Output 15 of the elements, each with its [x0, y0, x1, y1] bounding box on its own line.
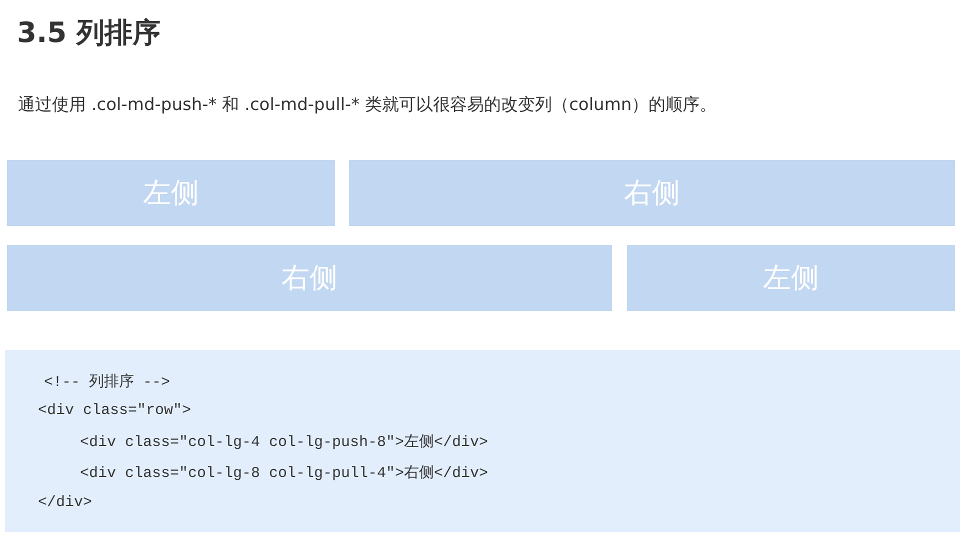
code-line: <div class="col-lg-4 col-lg-push-8">左侧</div>: [80, 433, 488, 451]
column-box: [349, 160, 955, 226]
column-box: [627, 245, 955, 311]
code-line: <div class="col-lg-8 col-lg-pull-4">右侧</div>: [80, 464, 488, 482]
code-line: </div>: [38, 494, 92, 511]
column-box: [7, 160, 335, 226]
code-comment: <!-- 列排序 -->: [44, 372, 170, 391]
column-box: [7, 245, 612, 311]
column-label: 左侧: [143, 175, 199, 211]
column-label: 右侧: [282, 260, 338, 296]
intro-text: 通过使用 .col-md-push-* 和 .col-md-pull-* 类就可以很容易的改变列（column）的顺序。: [18, 94, 717, 116]
column-label: 右侧: [624, 175, 680, 211]
page-title: 3.5 列排序: [17, 15, 160, 51]
code-line: <div class="row">: [38, 402, 192, 419]
column-label: 左侧: [763, 260, 819, 296]
